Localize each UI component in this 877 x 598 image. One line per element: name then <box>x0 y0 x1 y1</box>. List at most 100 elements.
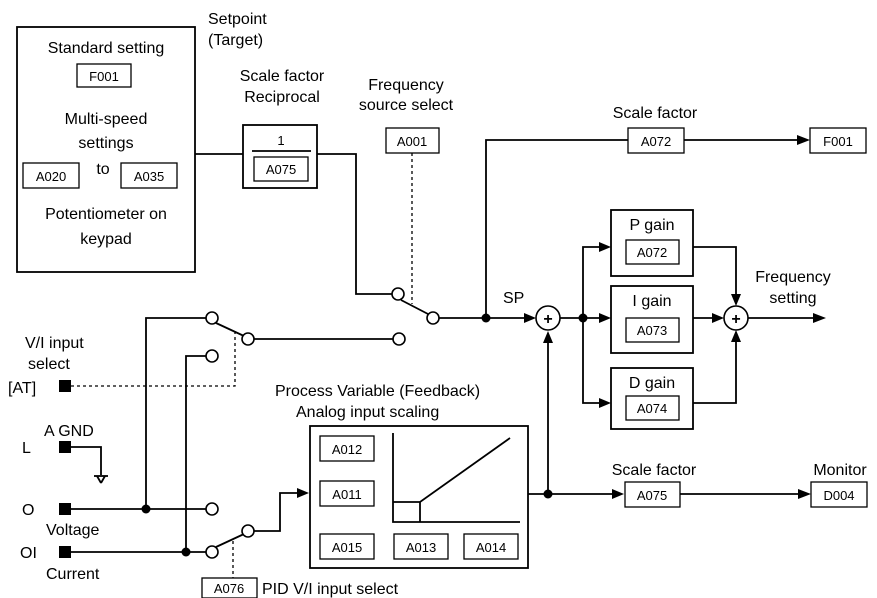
reciprocal-label-2: Reciprocal <box>244 89 320 106</box>
reciprocal-label-1: Scale factor <box>240 68 325 85</box>
monitor-param-box <box>810 481 868 508</box>
feedback-arrow <box>543 331 553 343</box>
d-gain-label: D gain <box>629 375 675 392</box>
d-gain-param: A074 <box>637 401 667 416</box>
i-gain-param-box <box>625 317 680 343</box>
i-gain-label: I gain <box>632 293 671 310</box>
oi-terminal <box>59 546 71 558</box>
switch-freq-contact-b <box>426 311 440 325</box>
vi-select-dashed-link <box>71 328 236 387</box>
wire-reciprocal-to-switch <box>317 153 398 295</box>
scaling-param-a015-box <box>319 533 375 560</box>
oi-node <box>181 547 191 557</box>
vi-switch-contact-o <box>205 311 219 325</box>
pid-switch-contact-o <box>205 502 219 516</box>
pid-vi-param: A076 <box>214 581 244 596</box>
multispeed-from-box <box>22 162 80 189</box>
scaling-param-a011: A011 <box>332 487 361 502</box>
multispeed-from-param: A020 <box>36 169 66 184</box>
vi-switch-to-freq-contact <box>392 332 406 346</box>
monitor-arrow <box>798 489 811 499</box>
scaling-param-a015: A015 <box>332 540 362 555</box>
top-scale-param: A072 <box>641 134 671 149</box>
freq-source-label-2: source select <box>359 97 454 114</box>
monitor-scale-label: Scale factor <box>612 462 697 479</box>
scaling-param-a013: A013 <box>406 540 436 555</box>
standard-param-box <box>76 63 132 88</box>
at-terminal <box>59 380 71 392</box>
multispeed-label-1: Multi-speed <box>65 111 148 128</box>
scaling-input-arrow <box>297 488 309 498</box>
freq-setting-label-2: setting <box>769 290 816 307</box>
freq-source-label-1: Frequency <box>368 77 444 94</box>
l-terminal-label: L <box>22 440 31 457</box>
multispeed-label-2: settings <box>78 135 133 152</box>
o-terminal <box>59 503 71 515</box>
voltage-label: Voltage <box>46 522 99 539</box>
wire-split-to-d <box>582 318 602 404</box>
vi-switch-blade <box>215 322 245 337</box>
scaling-param-a014-box <box>463 533 519 560</box>
monitor-param: D004 <box>823 488 854 503</box>
summer-sp-symbol: + <box>543 311 552 328</box>
freq-source-param: A001 <box>397 134 427 149</box>
reciprocal-param: A075 <box>266 162 296 177</box>
i-gain-param: A073 <box>637 323 667 338</box>
vi-switch-common <box>241 332 255 346</box>
scaling-param-a012-box <box>319 435 375 462</box>
f001-arrow <box>797 135 810 145</box>
d-sum-arrow <box>731 330 741 342</box>
sp-label: SP <box>503 290 524 307</box>
setpoint-label-2: (Target) <box>208 32 263 49</box>
p-gain-arrow <box>599 242 611 252</box>
vi-select-label-1: V/I input <box>25 335 84 352</box>
reciprocal-param-box <box>253 156 309 182</box>
wire-o-to-vi-switch <box>145 317 206 509</box>
wire-p-to-summer <box>693 246 737 298</box>
wire-split-to-p <box>582 246 602 318</box>
top-scale-param-box <box>627 127 685 154</box>
o-node <box>141 504 151 514</box>
p-sum-arrow <box>731 294 741 306</box>
wire-pid-switch-to-scaling <box>254 492 300 532</box>
pid-switch-blade <box>215 533 245 548</box>
oi-terminal-label: OI <box>20 545 37 562</box>
top-scale-label: Scale factor <box>613 105 698 122</box>
potentiometer-label-1: Potentiometer on <box>45 206 167 223</box>
f001-output-box <box>809 127 867 154</box>
p-gain-param-box <box>625 239 680 265</box>
current-label: Current <box>46 566 100 583</box>
d-gain-param-box <box>625 395 680 421</box>
agnd-label: A GND <box>44 423 94 440</box>
process-variable-title: Process Variable (Feedback) <box>275 383 480 400</box>
reciprocal-numerator: 1 <box>277 133 284 148</box>
pid-vi-label: PID V/I input select <box>262 581 399 598</box>
f001-output-param: F001 <box>823 134 853 149</box>
scaling-param-a012: A012 <box>332 442 362 457</box>
wire-agnd <box>71 446 102 475</box>
monitor-label: Monitor <box>813 462 867 479</box>
wire-oi-to-vi-switch <box>185 355 206 552</box>
monitor-scale-arrow <box>612 489 624 499</box>
l-terminal <box>59 441 71 453</box>
at-terminal-label: [AT] <box>8 380 36 397</box>
freq-source-param-box <box>385 127 440 154</box>
process-variable-subtitle: Analog input scaling <box>296 404 439 421</box>
potentiometer-label-2: keypad <box>80 231 132 248</box>
p-gain-label: P gain <box>629 217 674 234</box>
vi-select-label-2: select <box>28 356 70 373</box>
p-gain-param: A072 <box>637 245 667 260</box>
d-gain-arrow <box>599 398 611 408</box>
scaling-param-a014: A014 <box>476 540 506 555</box>
freq-setting-label-1: Frequency <box>755 269 831 286</box>
wire-sp-to-top-scale <box>485 139 628 318</box>
scaling-param-a013-box <box>393 533 449 560</box>
monitor-scale-param: A075 <box>637 488 667 503</box>
multispeed-to-param: A035 <box>134 169 164 184</box>
sp-arrow <box>524 313 536 323</box>
ground-symbol-tip <box>96 475 102 484</box>
o-terminal-label: O <box>22 502 34 519</box>
wire-d-to-summer <box>693 338 737 404</box>
multispeed-to-box <box>120 162 178 189</box>
